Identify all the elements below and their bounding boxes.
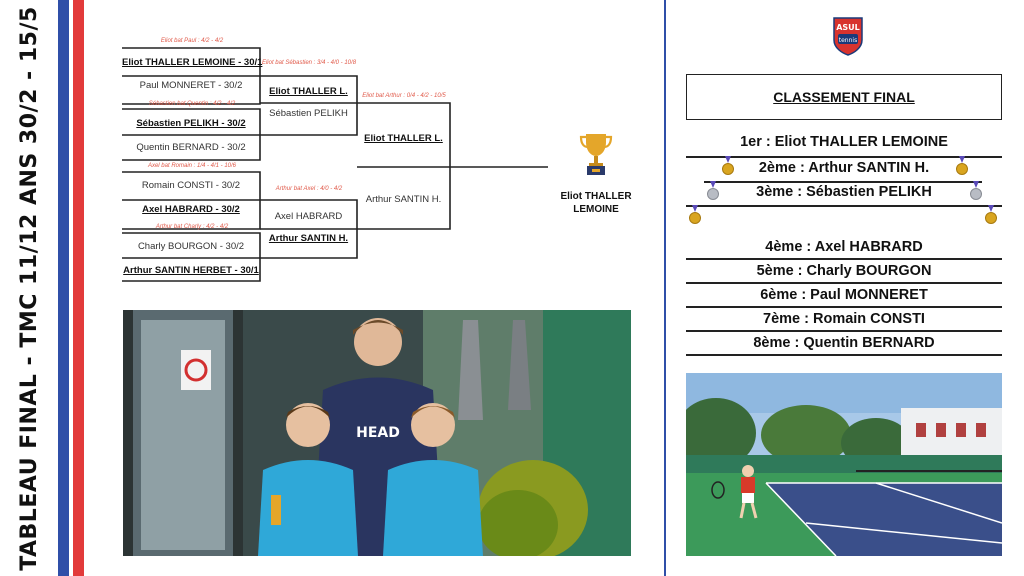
rank-5: 5ème : Charly BOURGON xyxy=(756,263,932,279)
match-note: Arthur bat Charly : 4/2 - 4/2 xyxy=(155,224,229,230)
rank-1: 1er : Eliot THALLER LEMOINE xyxy=(740,134,948,150)
stripe-blue xyxy=(58,0,69,576)
rank-separator xyxy=(686,156,1002,158)
rank-separator xyxy=(686,282,1002,284)
player-name: Arthur SANTIN H. xyxy=(268,233,349,244)
shirt-text: HEAD xyxy=(356,425,400,441)
match-note: Axel bat Romain : 1/4 - 4/1 - 10/6 xyxy=(147,163,237,169)
player-name: Sébastien PELIKH xyxy=(269,108,348,119)
bracket-lines xyxy=(122,47,548,282)
bronze-medal-icon xyxy=(689,205,701,224)
rank-separator xyxy=(686,354,1002,356)
player-name: Eliot THALLER L. xyxy=(364,133,443,144)
rank-6: 6ème : Paul MONNERET xyxy=(760,287,928,303)
player-name: Axel HABRARD - 30/2 xyxy=(142,204,240,215)
player-name: Axel HABRARD xyxy=(274,211,343,222)
gold-medal-icon xyxy=(722,156,734,175)
rank-separator xyxy=(704,181,982,183)
player-name: Eliot THALLER LEMOINE - 30/1 xyxy=(122,57,263,68)
player-name: Eliot THALLER L. xyxy=(269,86,348,97)
rank-2: 2ème : Arthur SANTIN H. xyxy=(758,160,930,176)
stripe-white xyxy=(69,0,73,576)
player-name: Sébastien PELIKH - 30/2 xyxy=(136,118,246,129)
player-name: Quentin BERNARD - 30/2 xyxy=(136,142,246,153)
rank-separator xyxy=(686,306,1002,308)
gold-medal-icon xyxy=(956,156,968,175)
player-name: Romain CONSTI - 30/2 xyxy=(141,180,241,191)
center-divider xyxy=(664,0,666,576)
bronze-medal-icon xyxy=(985,205,997,224)
match-note: Eliot bat Paul : 4/2 - 4/2 xyxy=(160,38,224,44)
match-note: Sébastien bat Quentin : 4/2 - 4/2 xyxy=(148,101,236,107)
stripe-red xyxy=(73,0,84,576)
classement-title: CLASSEMENT FINAL xyxy=(773,89,915,105)
rank-3: 3ème : Sébastien PELIKH xyxy=(756,184,932,200)
logo-text: ASUL xyxy=(836,23,860,32)
player-name: Arthur SANTIN HERBET - 30/1 xyxy=(123,265,259,276)
player-name: Charly BOURGON - 30/2 xyxy=(137,241,245,252)
court-photo xyxy=(686,373,1002,556)
champion-line1: Eliot THALLER xyxy=(560,191,632,202)
rank-separator xyxy=(686,330,1002,332)
trophy-icon xyxy=(579,134,613,175)
player-name: Paul MONNERET - 30/2 xyxy=(139,80,243,91)
rank-8: 8ème : Quentin BERNARD xyxy=(753,335,935,351)
classement-title-box: CLASSEMENT FINAL xyxy=(686,74,1002,120)
rank-4: 4ème : Axel HABRARD xyxy=(765,239,923,255)
rank-separator xyxy=(686,205,1002,207)
club-logo: ASUL tennis xyxy=(833,17,863,56)
silver-medal-icon xyxy=(970,181,982,200)
champion-line2: LEMOINE xyxy=(573,204,619,215)
match-note: Eliot bat Sébastien : 3/4 - 4/0 - 10/8 xyxy=(261,60,357,66)
tournament-bracket: Eliot bat Paul : 4/2 - 4/2 Eliot THALLER… xyxy=(0,0,660,300)
rank-7: 7ème : Romain CONSTI xyxy=(763,311,925,327)
match-note: Eliot bat Arthur : 0/4 - 4/2 - 10/5 xyxy=(362,93,446,99)
group-photo: HEAD xyxy=(123,310,631,556)
player-name: Arthur SANTIN H. xyxy=(365,194,442,205)
match-note: Arthur bat Axel : 4/0 - 4/2 xyxy=(275,186,343,192)
logo-subtext: tennis xyxy=(839,37,857,44)
silver-medal-icon xyxy=(707,181,719,200)
champion-name: Eliot THALLER LEMOINE xyxy=(548,190,644,216)
rank-separator xyxy=(686,258,1002,260)
